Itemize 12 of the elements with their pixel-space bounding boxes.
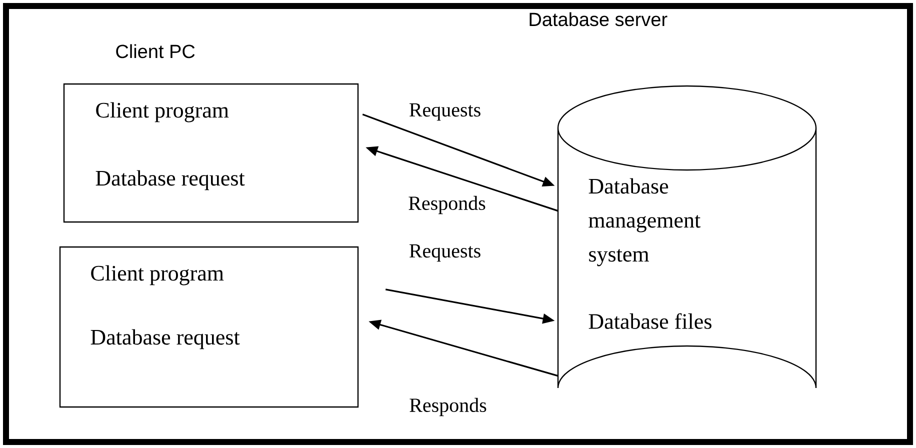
- box-text: Database request: [96, 170, 245, 190]
- edge-label: Requests: [408, 102, 482, 122]
- heading: Client PC: [116, 44, 195, 58]
- edge-label: Responds: [408, 396, 488, 418]
- box-text: Client program: [96, 102, 229, 122]
- box-text: Database management system: [588, 178, 700, 266]
- edge-label: Requests: [408, 243, 482, 263]
- box-text: Client program: [91, 265, 224, 286]
- box-text: Database files: [588, 313, 712, 329]
- box-text: Database request: [90, 329, 240, 350]
- edge-label: Responds: [407, 194, 487, 216]
- heading: Database server: [530, 12, 668, 26]
